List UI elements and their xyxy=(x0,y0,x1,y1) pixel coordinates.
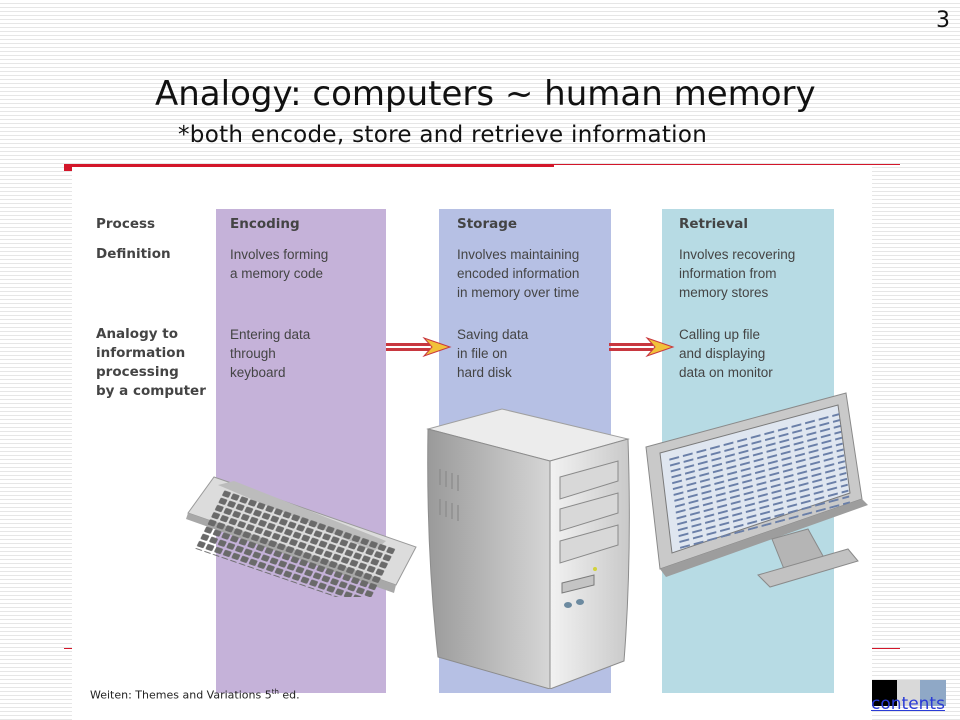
retrieval-heading: Retrieval xyxy=(679,216,748,232)
arrow-storage-to-retrieval-icon xyxy=(609,337,675,357)
nav-square-black xyxy=(872,680,898,706)
title-underline-thin xyxy=(554,164,900,165)
memory-process-figure: Process Definition Analogy to informatio… xyxy=(72,167,872,720)
row-label-analogy: Analogy to information processing by a c… xyxy=(96,326,206,399)
keyboard-icon xyxy=(186,476,417,597)
encoding-analogy: Entering data through keyboard xyxy=(230,327,311,380)
slide-number: 3 xyxy=(936,8,950,33)
contents-link[interactable]: contents xyxy=(871,694,945,714)
slide-subtitle: *both encode, store and retrieve informa… xyxy=(178,122,708,148)
encoding-definition: Involves forming a memory code xyxy=(230,247,329,281)
arrow-encoding-to-storage-icon xyxy=(386,337,452,357)
computer-tower-icon xyxy=(426,408,630,689)
nav-square-gray xyxy=(897,680,923,706)
nav-square-blue xyxy=(920,680,946,706)
retrieval-analogy: Calling up file and displaying data on m… xyxy=(679,327,773,380)
encoding-column xyxy=(216,209,386,693)
storage-heading: Storage xyxy=(457,216,518,232)
storage-analogy: Saving data in file on hard disk xyxy=(457,327,529,380)
row-label-definition: Definition xyxy=(96,246,171,262)
slide-title: Analogy: computers ~ human memory xyxy=(155,74,816,114)
monitor-icon xyxy=(645,392,868,588)
row-label-process: Process xyxy=(96,216,156,232)
retrieval-definition: Involves recovering information from mem… xyxy=(679,247,796,300)
encoding-heading: Encoding xyxy=(230,216,300,232)
storage-definition: Involves maintaining encoded information… xyxy=(457,247,580,300)
figure-credit: Weiten: Themes and Variations 5th ed. xyxy=(90,688,300,702)
